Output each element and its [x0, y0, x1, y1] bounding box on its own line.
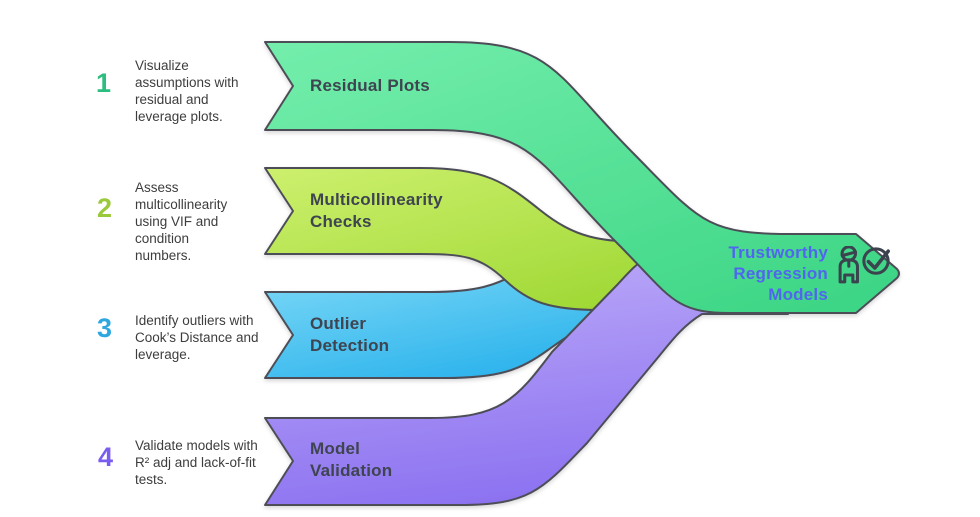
- step-3-band-label-line: Detection: [310, 336, 390, 355]
- ribbon-residual-plots-and-result-arrow: [264, 41, 900, 314]
- step-1-band-label-line: Residual Plots: [310, 76, 430, 95]
- step-3-band-label: Outlier Detection: [310, 313, 389, 357]
- result-label-line: Trustworthy: [728, 243, 828, 262]
- step-4-band-label-line: Model: [310, 439, 361, 458]
- result-label: Trustworthy Regression Models: [650, 242, 828, 305]
- step-3-band-label-line: Outlier: [310, 314, 367, 333]
- step-3-number: 3: [97, 313, 113, 343]
- step-4-band-label-line: Validation: [310, 461, 393, 480]
- result-icon-group: [838, 246, 890, 284]
- check-circle-icon: [862, 247, 890, 275]
- step-2-number: 2: [97, 193, 113, 223]
- step-2-band-label-line: Checks: [310, 212, 372, 231]
- step-3-description: Identify outliers with Cook’s Distance a…: [135, 313, 259, 362]
- step-2-description: Assess multicollinearity using VIF and c…: [135, 180, 228, 263]
- result-label-line: Models: [768, 285, 828, 304]
- step-2-band-label: Multicollinearity Checks: [310, 189, 443, 233]
- step-1-number: 1: [96, 68, 112, 98]
- step-4-band-label: Model Validation: [310, 438, 392, 482]
- step-4-number: 4: [98, 442, 114, 472]
- step-2-band-label-line: Multicollinearity: [310, 190, 443, 209]
- step-4-description: Validate models with R² adj and lack-of-…: [135, 438, 258, 487]
- result-label-line: Regression: [733, 264, 828, 283]
- step-1-description: Visualize assumptions with residual and …: [135, 58, 239, 124]
- step-1-band-label: Residual Plots: [310, 75, 430, 97]
- person-icon: [838, 246, 859, 284]
